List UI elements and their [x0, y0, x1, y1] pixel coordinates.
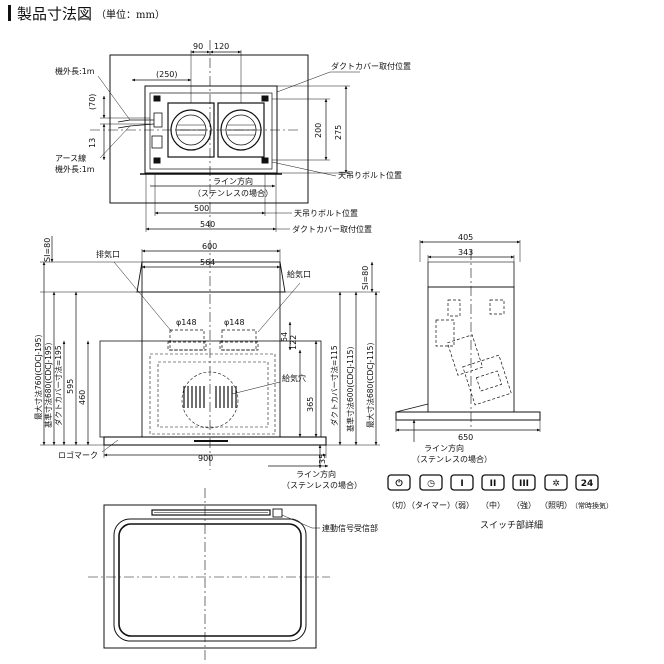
label-logo-mark: ロゴマーク: [58, 450, 98, 460]
top-view: [90, 40, 360, 232]
label-line-direction-top: ライン方向: [213, 176, 253, 186]
label-cord-length: 機外長:1m: [55, 66, 95, 76]
label-duct-cover-540: ダクトカバー取付位置: [292, 224, 372, 234]
top-view-labels: 90 120 (250) (70) 13 200 275 500 540 機外長…: [55, 42, 411, 234]
dim-phi148-a: φ148: [176, 318, 197, 327]
dim-phi148-b: φ148: [224, 318, 245, 327]
front-view: [40, 236, 380, 470]
fan-weak-icon: I: [460, 479, 463, 489]
vertical-standard-680: 基準寸法680(CDCJ-195): [43, 343, 53, 428]
label-exhaust-port: 排気口: [96, 249, 120, 259]
side-hood-base: [395, 411, 541, 421]
title-main: 製品寸法図: [17, 4, 93, 23]
switch-weak-button[interactable]: [450, 474, 474, 491]
switch-strong-button[interactable]: [512, 474, 536, 491]
power-icon: ⏻: [395, 478, 403, 489]
dim-595: 595: [66, 379, 75, 394]
front-hood-base: [103, 436, 327, 446]
switch-label-medium: （中）: [481, 500, 505, 510]
receiver-window: [272, 508, 283, 518]
dim-564: 564: [200, 258, 215, 267]
switch-label-light: （照明）: [540, 501, 572, 510]
dim-900: 900: [198, 454, 213, 463]
24h-vent-icon: 24: [581, 479, 594, 489]
dim-54: 54: [280, 332, 289, 342]
dim-si80-right: SI=80: [361, 266, 370, 290]
bottom-outer: [103, 504, 317, 649]
dim-si80-left: SI=80: [43, 238, 52, 262]
side-view-labels: 405 343 650 ライン方向 （ステンレスの場合）: [412, 233, 492, 464]
vertical-duct-195: ダクトカバー寸法=195: [53, 345, 63, 426]
dim-343: 343: [458, 248, 473, 257]
dim-650: 650: [458, 433, 473, 442]
label-ceiling-bolt-position: 天吊りボルト位置: [338, 170, 402, 180]
label-line-direction-side: ライン方向: [424, 443, 464, 453]
switch-label-off: （切）: [387, 501, 411, 510]
dim-70: (70): [88, 94, 97, 110]
switch-off-button[interactable]: [387, 474, 411, 491]
dim-460: 460: [78, 390, 87, 405]
switch-timer-button[interactable]: [419, 474, 443, 491]
label-earth-wire: アース線: [55, 153, 86, 163]
title-bar-mark: [8, 5, 11, 21]
side-view: [395, 240, 541, 442]
title-unit: （単位：mm）: [96, 9, 165, 21]
bottom-panel-inner: [118, 523, 302, 637]
dim-200: 200: [314, 123, 323, 138]
dim-600: 600: [202, 242, 217, 251]
switch-label-strong: （強）: [512, 500, 536, 510]
vertical-standard-600: 基準寸法600(CDCJ-115): [345, 347, 355, 432]
switch-light-button[interactable]: [544, 474, 568, 491]
label-stainless-side: （ステンレスの場合）: [412, 454, 492, 464]
switch-panel-title: スイッチ部詳細: [480, 519, 543, 531]
switch-label-timer: （タイマー）: [407, 501, 455, 510]
dim-122: 122: [289, 335, 298, 350]
bottom-panel: [113, 518, 307, 642]
fan-strong-icon: III: [519, 479, 529, 489]
label-line-direction-front: ライン方向: [296, 469, 336, 479]
light-icon: ✲: [552, 479, 560, 489]
switch-medium-button[interactable]: [481, 474, 505, 491]
dim-365: 365: [306, 397, 315, 412]
dim-120: 120: [214, 42, 229, 51]
label-intake-port: 給気口: [287, 269, 311, 279]
top-view-duct-cover: [144, 85, 278, 174]
vertical-duct-115: ダクトカバー寸法=115: [329, 345, 339, 426]
label-ceiling-bolt-500: 天吊りボルト位置: [294, 208, 358, 218]
dim-275: 275: [334, 125, 343, 140]
label-stainless-top: （ステンレスの場合）: [193, 188, 273, 198]
dim-13: 13: [88, 138, 97, 148]
dim-250: (250): [156, 70, 178, 79]
dim-405: 405: [458, 233, 473, 242]
switch-label-weak: （弱）: [450, 501, 474, 510]
timer-icon: ◷: [427, 479, 435, 489]
fan-medium-icon: II: [490, 479, 497, 489]
front-hood-outline: [99, 340, 322, 438]
bottom-view: [88, 488, 330, 660]
switch-label-continuous: （常時換気）: [571, 501, 613, 510]
label-duct-cover-position: ダクトカバー取付位置: [331, 61, 411, 71]
dim-35: 35: [318, 454, 327, 464]
vertical-max-680: 最大寸法680(CDCJ-115): [365, 343, 375, 428]
top-view-outer-frame: [109, 54, 309, 204]
label-stainless-front: （ステンレスの場合）: [282, 480, 362, 490]
vertical-max-760: 最大寸法760(CDCJ-195): [33, 335, 43, 420]
dim-90: 90: [193, 42, 203, 51]
label-cord-length-2: 機外長:1m: [55, 164, 95, 174]
top-view-inner-box: [149, 92, 273, 170]
front-hood-body: [141, 291, 281, 438]
switch-panel: ⏻ ◷ I II III ✲ 24 （切） （タイマー） （弱） （中） （強）…: [387, 474, 613, 531]
page-title: 製品寸法図 （単位：mm）: [8, 2, 165, 24]
front-view-labels: 600 564 900 SI=80 SI=80 φ148 φ148 54 122…: [33, 238, 375, 490]
dim-540: 540: [200, 220, 215, 229]
label-intake-hole: 給気穴: [282, 373, 306, 383]
dim-500: 500: [194, 204, 209, 213]
label-signal-receiver: 連動信号受信部: [322, 523, 378, 533]
switch-continuous-vent-button[interactable]: [575, 474, 599, 491]
bottom-switch-strip: [151, 509, 271, 516]
